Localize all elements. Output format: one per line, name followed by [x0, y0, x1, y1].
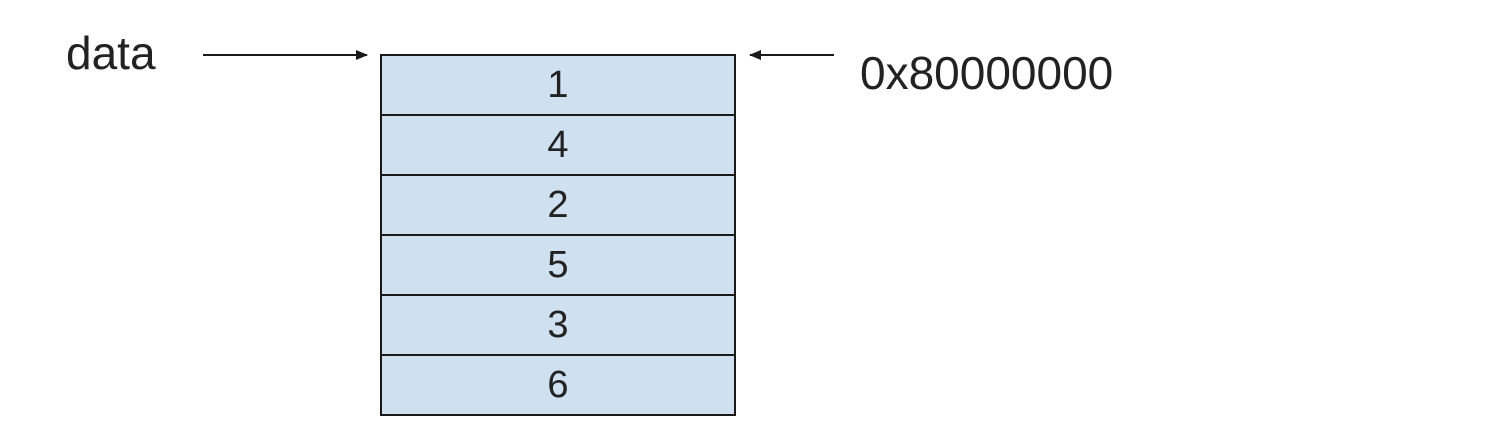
array-cell: 5	[382, 236, 734, 296]
memory-array: 1 4 2 5 3 6	[380, 54, 736, 416]
variable-label: data	[66, 27, 156, 79]
array-cell: 1	[382, 56, 734, 116]
array-cell: 2	[382, 176, 734, 236]
address-label: 0x80000000	[860, 47, 1114, 99]
array-cell: 3	[382, 296, 734, 356]
array-cell: 6	[382, 356, 734, 414]
array-cell: 4	[382, 116, 734, 176]
